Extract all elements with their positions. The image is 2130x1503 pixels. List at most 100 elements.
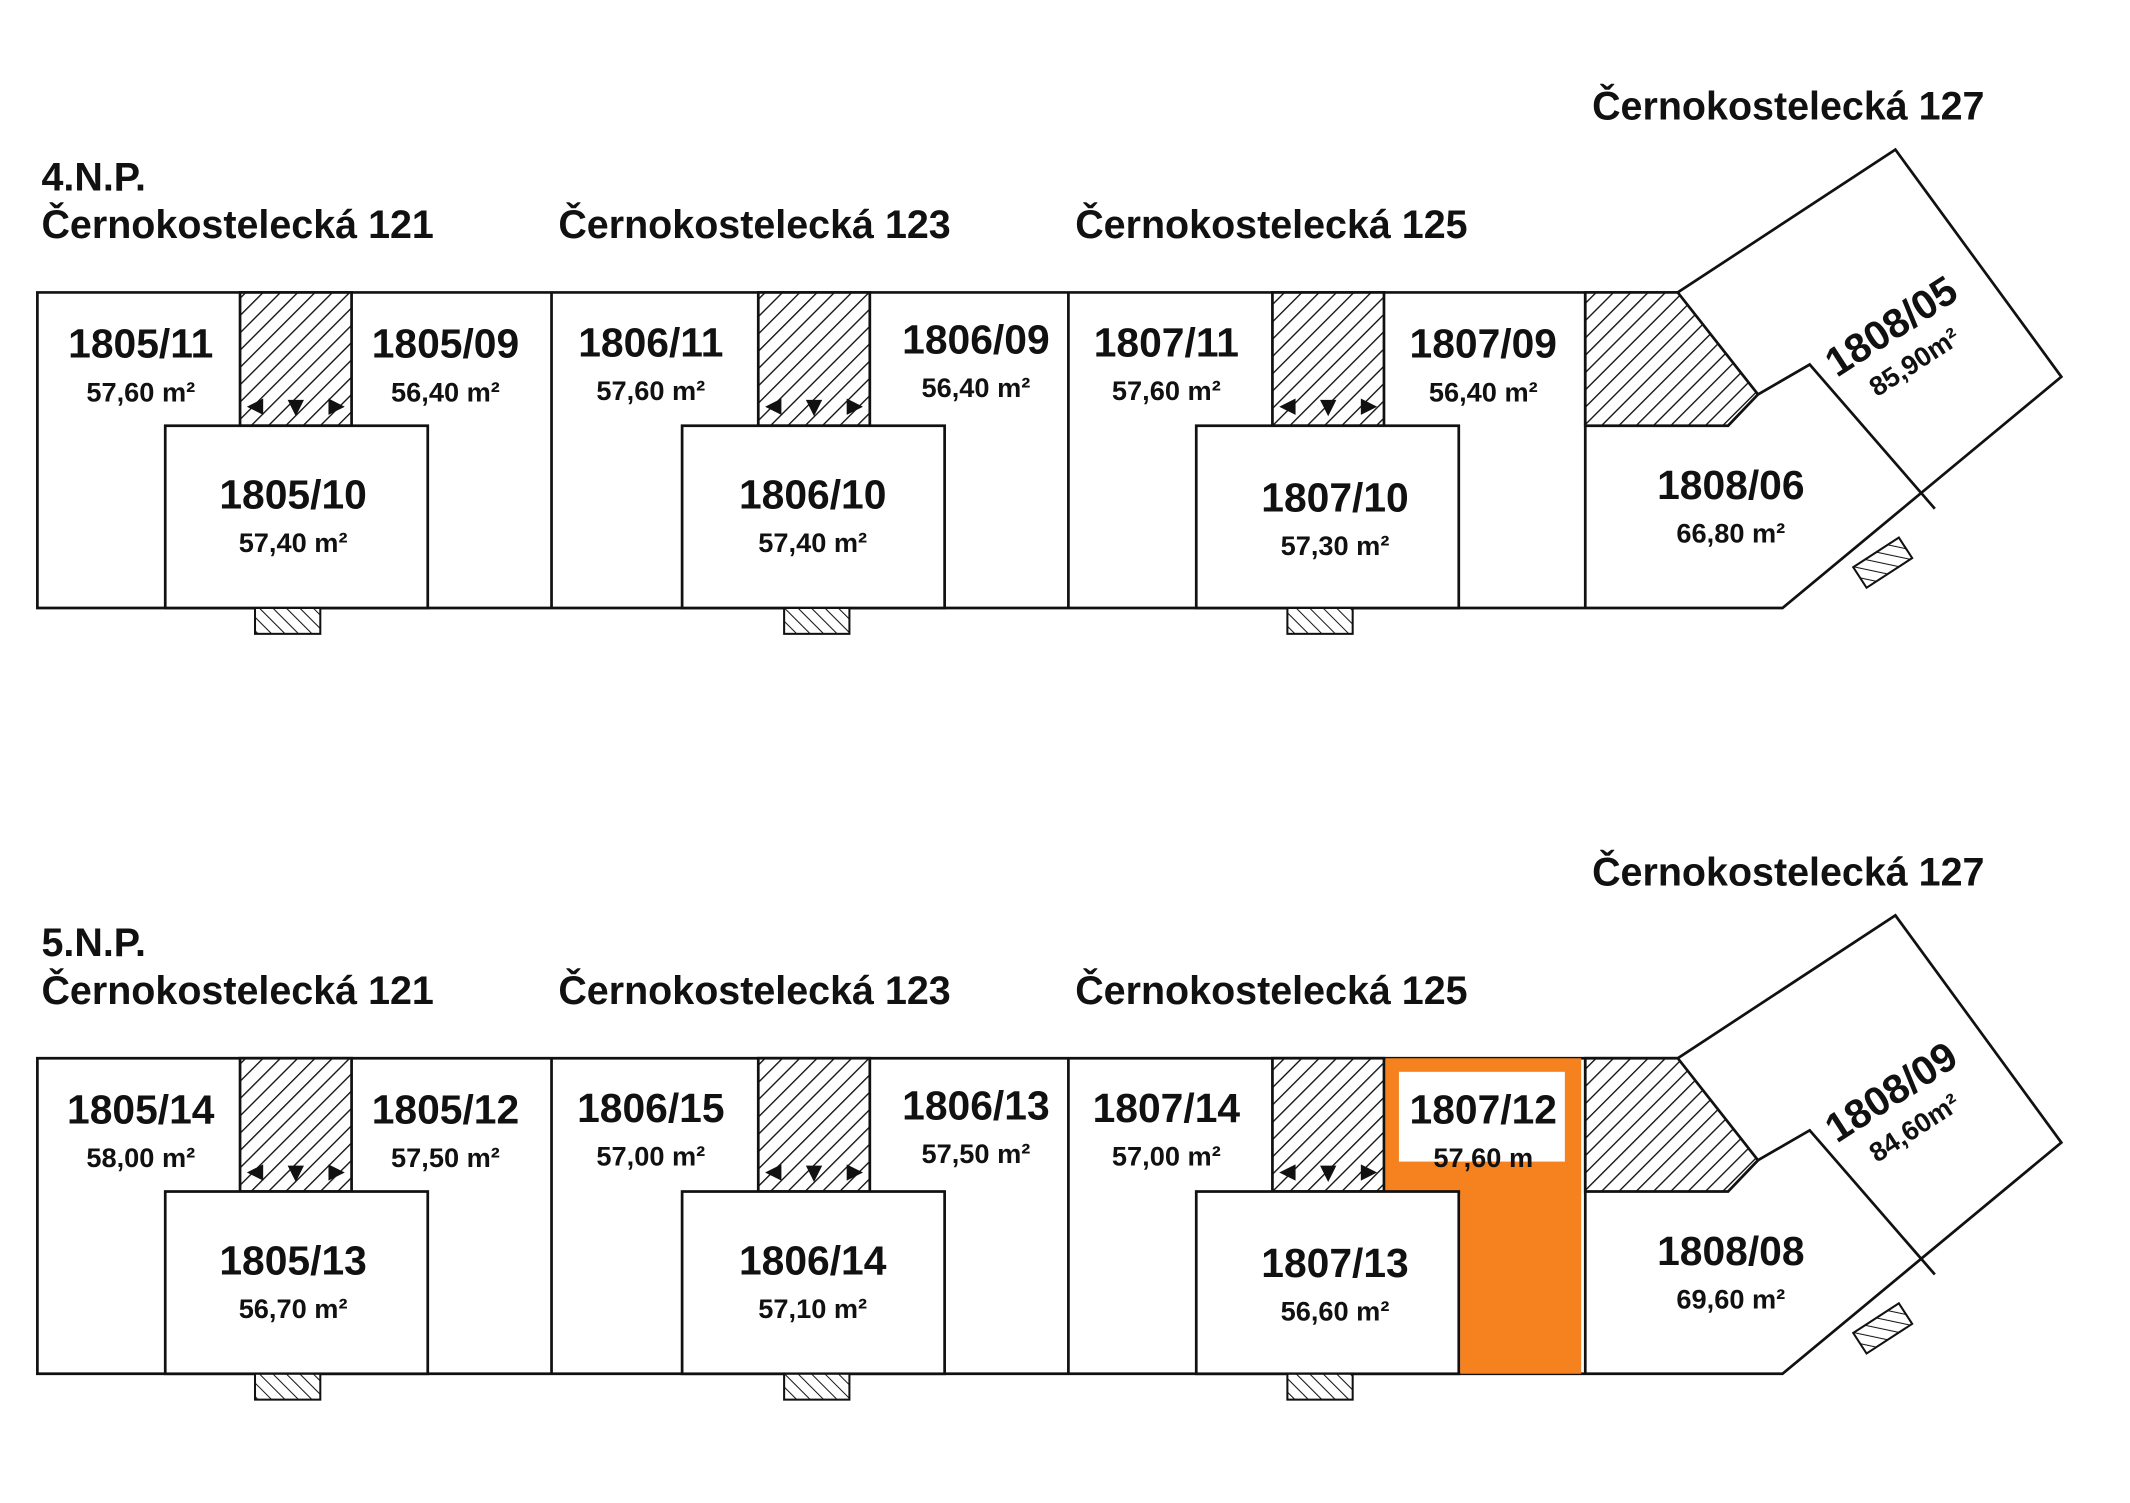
unit-1805-09[interactable]: 1805/09 56,40 m² <box>372 321 519 408</box>
unit-number: 1806/13 <box>902 1082 1049 1128</box>
building-label: Černokostelecká 125 <box>1075 968 1467 1013</box>
unit-area: 56,40 m² <box>921 372 1030 403</box>
floor-label: 5.N.P. <box>41 921 146 965</box>
unit-number: 1808/08 <box>1657 1228 1804 1274</box>
unit-number: 1807/11 <box>1094 319 1239 365</box>
unit-area: 57,50 m² <box>921 1138 1030 1169</box>
arrow-right-icon <box>328 1164 345 1181</box>
unit-divider <box>1757 1128 1936 1276</box>
unit-1807-11[interactable]: 1807/11 57,60 m² <box>1094 319 1239 406</box>
unit-divider <box>1757 362 1936 510</box>
unit-area: 57,10 m² <box>758 1293 867 1324</box>
unit-number: 1807/09 <box>1410 321 1557 367</box>
building-label: Černokostelecká 125 <box>1075 202 1467 247</box>
unit-number: 1806/11 <box>578 319 723 365</box>
unit-number: 1805/09 <box>372 321 519 367</box>
unit-1806-10[interactable]: 1806/10 57,40 m² <box>739 472 886 559</box>
building-label: Černokostelecká 127 <box>1592 849 1984 894</box>
unit-room <box>680 1190 946 1376</box>
arrow-left-icon <box>1279 398 1296 415</box>
balcony <box>1851 1301 1914 1355</box>
unit-area: 69,60 m² <box>1676 1283 1785 1314</box>
unit-area: 57,00 m² <box>596 1141 705 1172</box>
staircase <box>1583 1056 1760 1193</box>
unit-1805-10[interactable]: 1805/10 57,40 m² <box>219 472 366 559</box>
unit-1807-12[interactable]: 1807/12 57,60 m <box>1398 1071 1565 1173</box>
unit-area: 57,60 m² <box>86 376 195 407</box>
balcony <box>783 606 851 635</box>
unit-number: 1807/10 <box>1261 474 1408 520</box>
unit-area: 56,40 m² <box>1429 376 1538 407</box>
unit-area: 57,00 m² <box>1112 1141 1221 1172</box>
unit-number: 1807/14 <box>1093 1085 1241 1131</box>
unit-area: 57,60 m² <box>596 375 705 406</box>
staircase <box>1583 291 1760 428</box>
arrow-down-icon <box>805 1165 823 1182</box>
arrow-right-icon <box>1360 1164 1378 1181</box>
unit-area: 57,40 m² <box>758 527 867 558</box>
unit-label-box <box>1398 1071 1565 1162</box>
unit-1807-09[interactable]: 1807/09 56,40 m² <box>1410 321 1557 408</box>
unit-room <box>680 424 946 610</box>
building-label: Černokostelecká 123 <box>558 968 950 1013</box>
balcony <box>1286 1372 1354 1401</box>
unit-1806-11[interactable]: 1806/11 57,60 m² <box>578 319 723 406</box>
unit-area: 57,60 m² <box>1112 375 1221 406</box>
unit-area: 56,40 m² <box>391 376 500 407</box>
unit-1807-14[interactable]: 1807/14 57,00 m² <box>1093 1085 1241 1172</box>
unit-number: 1805/12 <box>372 1087 519 1133</box>
unit-number: 1805/14 <box>67 1087 215 1133</box>
unit-number: 1806/10 <box>739 472 886 518</box>
unit-1807-10[interactable]: 1807/10 57,30 m² <box>1261 474 1408 561</box>
arrow-down-icon <box>1320 1165 1337 1182</box>
unit-area: 56,60 m² <box>1281 1296 1390 1327</box>
arrow-right-icon <box>1360 398 1378 415</box>
arrow-down-icon <box>1320 399 1337 417</box>
arrow-down-icon <box>805 399 823 417</box>
arrow-down-icon <box>287 399 304 417</box>
unit-area: 58,00 m² <box>86 1142 195 1173</box>
unit-1806-09[interactable]: 1806/09 56,40 m² <box>902 317 1049 404</box>
unit-room <box>1194 424 1461 610</box>
arrow-left-icon <box>765 1164 782 1181</box>
building-label: Černokostelecká 121 <box>41 968 433 1013</box>
unit-area: 57,40 m² <box>239 527 348 558</box>
unit-number: 1806/14 <box>739 1237 887 1283</box>
unit-1806-15[interactable]: 1806/15 57,00 m² <box>577 1085 724 1172</box>
building-label: Černokostelecká 127 <box>1592 84 1984 129</box>
arrow-left-icon <box>765 398 782 415</box>
unit-1805-11[interactable]: 1805/11 57,60 m² <box>68 321 213 408</box>
unit-1805-14[interactable]: 1805/14 58,00 m² <box>67 1087 215 1174</box>
balcony <box>783 1372 851 1401</box>
floor-5np: 5.N.P.Černokostelecká 121 Černokostelecká… <box>36 849 2064 1401</box>
building-label: Černokostelecká 123 <box>558 202 950 247</box>
unit-area: 56,70 m² <box>239 1293 348 1324</box>
unit-number: 1805/11 <box>68 321 213 367</box>
unit-number: 1805/13 <box>219 1237 366 1283</box>
balcony <box>253 1372 322 1401</box>
arrow-right-icon <box>846 1164 864 1181</box>
unit-number: 1806/09 <box>902 317 1049 363</box>
unit-number: 1807/12 <box>1410 1087 1557 1133</box>
balcony <box>1851 536 1914 590</box>
unit-number: 1806/15 <box>577 1085 724 1131</box>
unit-1806-13[interactable]: 1806/13 57,50 m² <box>902 1082 1049 1169</box>
arrow-down-icon <box>287 1165 304 1182</box>
unit-area: 57,60 m <box>1433 1142 1533 1173</box>
unit-area: 57,30 m² <box>1281 530 1390 561</box>
arrow-right-icon <box>328 398 345 415</box>
arrow-left-icon <box>1279 1164 1296 1181</box>
unit-1806-14[interactable]: 1806/14 57,10 m² <box>739 1237 887 1324</box>
floor-label: 4.N.P. <box>41 155 146 199</box>
balcony <box>253 606 322 635</box>
unit-1805-13[interactable]: 1805/13 56,70 m² <box>219 1237 366 1324</box>
arrow-left-icon <box>246 1164 264 1181</box>
arrow-right-icon <box>846 398 864 415</box>
unit-number: 1805/10 <box>219 472 366 518</box>
unit-1808-08[interactable]: 1808/08 69,60 m² <box>1657 1228 1804 1315</box>
